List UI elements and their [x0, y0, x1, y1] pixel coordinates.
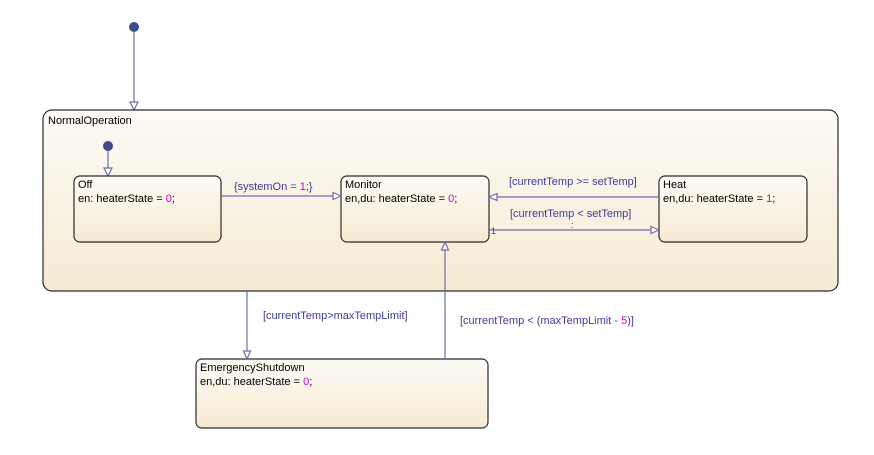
transition-emergency-to-monitor[interactable]: [currentTemp < (maxTempLimit - 5)]: [440, 240, 634, 359]
default-transition-arrow: [129, 101, 139, 112]
transition-off-to-monitor-label: {systemOn = 1;}: [234, 181, 313, 193]
transition-normal-to-emergency[interactable]: [currentTemp>maxTempLimit]: [242, 291, 408, 361]
state-off-action: en: heaterState = 0;: [78, 193, 175, 205]
transition-heat-to-monitor-label: [currentTemp >= setTemp]: [509, 176, 637, 188]
state-emergency-shutdown-label: EmergencyShutdown: [200, 362, 305, 374]
inner-default-transition-dot[interactable]: [103, 141, 113, 151]
transition-normal-to-emergency-label: [currentTemp>maxTempLimit]: [263, 310, 408, 322]
state-heat-label: Heat: [663, 179, 686, 191]
state-monitor-label: Monitor: [345, 179, 382, 191]
state-monitor[interactable]: Monitor en,du: heaterState = 0;: [340, 175, 490, 243]
state-emergency-shutdown-action: en,du: heaterState = 0;: [200, 376, 312, 388]
transition-monitor-to-heat-marker: :: [571, 220, 574, 230]
state-normal-operation-label: NormalOperation: [48, 115, 132, 127]
state-off[interactable]: Off en: heaterState = 0;: [73, 175, 222, 243]
state-heat-action: en,du: heaterState = 1;: [663, 193, 775, 205]
inner-default-transition-arrow: [103, 167, 113, 178]
transition-monitor-to-heat-label: [currentTemp < setTemp]: [510, 208, 631, 220]
state-monitor-action: en,du: heaterState = 0;: [345, 193, 457, 205]
transition-heat-to-monitor[interactable]: [currentTemp >= setTemp]: [487, 176, 659, 202]
transition-emergency-to-monitor-label: [currentTemp < (maxTempLimit - 5)]: [460, 315, 634, 327]
transition-order-number: 1: [491, 226, 496, 236]
default-transition-dot[interactable]: [129, 22, 139, 32]
state-off-label: Off: [78, 179, 93, 191]
transition-monitor-to-heat[interactable]: [currentTemp < setTemp] 1 :: [489, 208, 661, 236]
state-emergency-shutdown[interactable]: EmergencyShutdown en,du: heaterState = 0…: [195, 358, 489, 429]
state-heat[interactable]: Heat en,du: heaterState = 1;: [658, 175, 808, 243]
transition-off-to-monitor[interactable]: {systemOn = 1;}: [221, 181, 343, 201]
